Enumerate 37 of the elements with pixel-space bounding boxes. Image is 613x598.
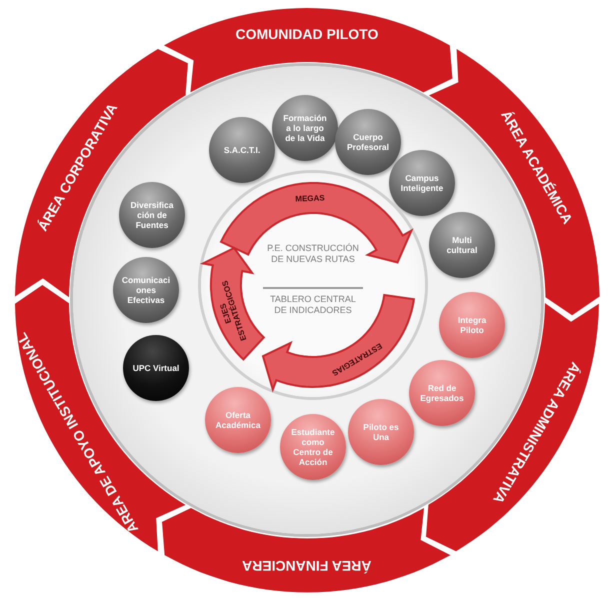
- center-text: TABLERO CENTRAL DE INDICADORES: [269, 294, 357, 316]
- circle-node: [348, 399, 414, 465]
- ring-segment: [164, 8, 452, 92]
- cycle-segment: [203, 248, 264, 360]
- ring-segment: [15, 48, 188, 298]
- circle-node: [280, 414, 346, 480]
- circle-node: [119, 182, 185, 248]
- circle-node: [205, 387, 271, 453]
- circle-node: [389, 150, 455, 216]
- node-label: Integra Piloto: [456, 315, 488, 335]
- node-label: Formación a lo largo de la Vida: [282, 113, 328, 143]
- node-label: Oferta Académica: [214, 410, 262, 430]
- node-label: Red de Egresados: [419, 383, 465, 403]
- node-label: Cuerpo Profesoral: [346, 132, 390, 152]
- node-label: UPC Virtual: [132, 363, 180, 373]
- circle-node: [123, 335, 189, 401]
- ring-label: COMUNIDAD PILOTO: [235, 26, 378, 42]
- circle-node: [335, 109, 401, 175]
- center-heading: P.E. CONSTRUCCIÓN DE NUEVAS RUTAS: [266, 243, 360, 265]
- circle-node: [429, 212, 495, 278]
- node-label: Multi cultural: [446, 235, 478, 255]
- node-label: Diversifica ción de Fuentes: [130, 200, 174, 230]
- segment-label: MEGAS: [294, 192, 326, 204]
- circle-node: [439, 292, 505, 358]
- node-label: S.A.C.T.I.: [222, 145, 262, 155]
- node-label: Comunicaci ones Efectivas: [121, 275, 171, 305]
- node-label: Estudiante como Centro de Acción: [290, 427, 336, 467]
- cycle-segment: [263, 295, 414, 390]
- ring-label: ÁREA FINANCIERA: [242, 558, 372, 574]
- circle-node: [209, 117, 275, 183]
- node-label: Campus Inteligente: [400, 173, 444, 193]
- circle-node: [272, 95, 338, 161]
- circle-node: [409, 360, 475, 426]
- ring-segment: [15, 284, 186, 552]
- ring-segment: [162, 508, 450, 592]
- circle-node: [113, 257, 179, 323]
- node-label: Piloto es Una: [362, 422, 400, 442]
